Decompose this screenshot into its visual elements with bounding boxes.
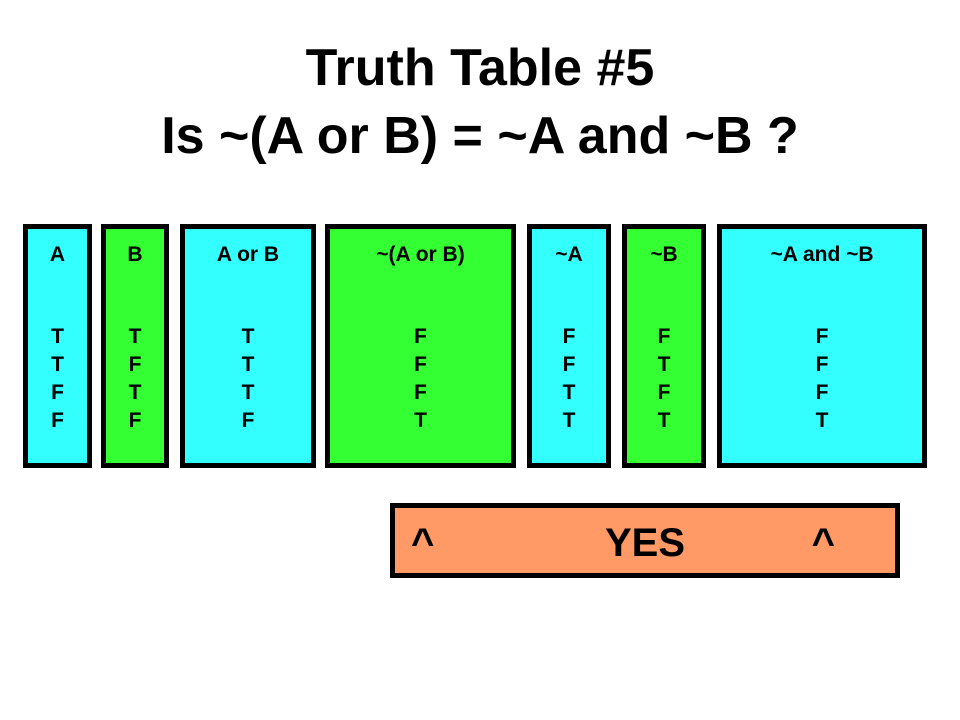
- column-value: F: [414, 381, 427, 404]
- caret-left: ^: [411, 521, 435, 565]
- column-value: T: [51, 353, 64, 376]
- column-value: F: [51, 381, 64, 404]
- column-value: F: [562, 353, 576, 376]
- column-value: F: [562, 325, 576, 348]
- column-value: T: [128, 325, 142, 348]
- title-line-2: Is ~(A or B) = ~A and ~B ?: [161, 107, 799, 165]
- result-text: YES: [604, 521, 686, 565]
- column-value: F: [815, 381, 829, 404]
- column-header: B: [127, 243, 143, 266]
- column-value: T: [562, 409, 576, 432]
- column-value: T: [128, 381, 142, 404]
- column-value: F: [657, 381, 671, 404]
- column-not-a: ~A F F T T: [527, 224, 611, 468]
- column-header: ~A and ~B: [770, 243, 874, 266]
- column-a-or-b: A or B T T T F: [180, 224, 316, 468]
- column-value: F: [815, 353, 829, 376]
- column-not-a-or-b: ~(A or B) F F F T: [325, 224, 516, 468]
- column-not-a-and-not-b: ~A and ~B F F F T: [717, 224, 927, 468]
- column-header: ~A: [555, 243, 583, 266]
- caret-right: ^: [811, 521, 835, 565]
- column-header: ~B: [650, 243, 678, 266]
- column-header: A or B: [216, 243, 280, 266]
- column-b: B T F T F: [101, 224, 169, 468]
- column-a: A T T F F: [23, 224, 92, 468]
- column-value: T: [241, 325, 255, 348]
- column-value: F: [128, 409, 142, 432]
- column-value: F: [657, 325, 671, 348]
- column-value: T: [657, 353, 671, 376]
- column-header: A: [49, 243, 66, 266]
- column-value: T: [51, 325, 64, 348]
- column-value: F: [128, 353, 142, 376]
- column-value: T: [815, 409, 829, 432]
- column-not-b: ~B F T F T: [622, 224, 706, 468]
- column-value: T: [241, 381, 255, 404]
- column-value: T: [657, 409, 671, 432]
- column-value: F: [414, 325, 427, 348]
- column-value: F: [414, 353, 427, 376]
- column-value: T: [562, 381, 576, 404]
- column-value: F: [815, 325, 829, 348]
- column-value: F: [241, 409, 255, 432]
- column-value: T: [241, 353, 255, 376]
- column-value: T: [414, 409, 427, 432]
- column-value: F: [51, 409, 64, 432]
- column-header: ~(A or B): [376, 243, 465, 266]
- result-banner: ^ YES ^: [390, 503, 900, 578]
- title-line-1: Truth Table #5: [305, 39, 655, 97]
